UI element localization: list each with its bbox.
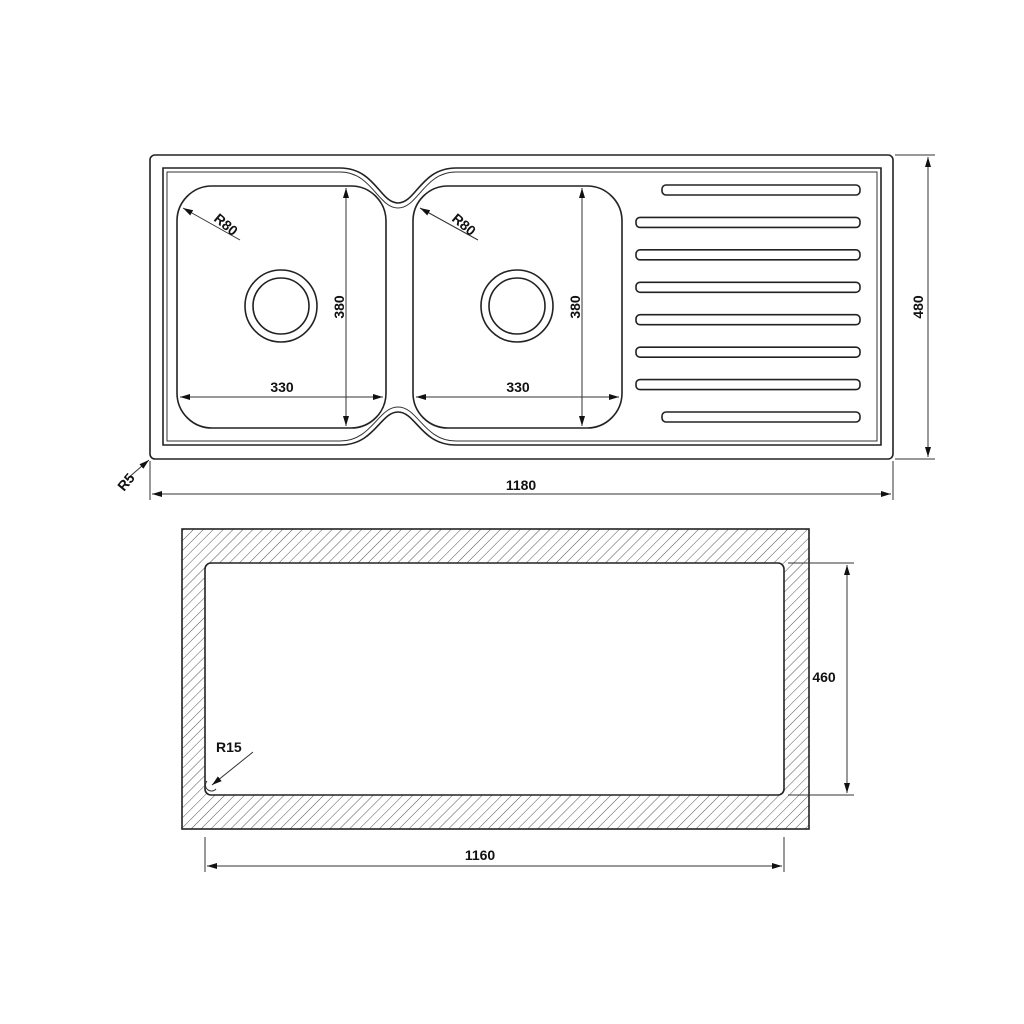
cutout-outer [181,528,810,830]
drainer-groove [661,184,861,196]
leader-r80-right [419,207,479,241]
cutout-inner [204,562,785,796]
dim-bowl-right-radius: R80 [449,210,479,239]
dim-cutout-depth: 460 [812,669,836,685]
drainer-groove [635,346,861,358]
drainer-groove [635,216,861,229]
cutout-hatch [182,529,809,829]
dim-bowl-left-depth: 380 [331,295,347,319]
bowl-right [412,185,623,429]
drain-right-inner [488,277,546,335]
dim-bowl-right-width: 330 [506,379,530,395]
sink-outline [149,154,894,460]
drainer-grooves [635,184,861,423]
leader-r5 [127,459,150,479]
dim-bowl-right-depth: 380 [567,295,583,319]
sink-rim-inner [166,171,878,442]
leader-r80-left [182,207,241,241]
dim-bowl-left-width: 330 [270,379,294,395]
r15-arc [205,780,217,792]
drain-right-outer [480,269,554,343]
dim-overall-width: 1180 [506,477,537,493]
drainer-groove [635,249,861,261]
leader-r15 [211,751,254,786]
drainer-groove [635,378,861,391]
dim-bowl-left-radius: R80 [211,210,241,239]
drainer-groove [635,313,861,326]
sink-top-view: 330 380 330 380 R80 R80 480 1180 R5 [114,154,935,500]
dim-overall-depth: 480 [910,295,926,319]
drain-left-outer [244,269,318,343]
cutout-view: 460 1160 R15 [181,528,854,872]
sink-rim [162,167,882,446]
bowl-left [176,185,387,429]
dim-cutout-width: 1160 [465,847,496,863]
dim-corner-radius: R5 [114,470,138,494]
drainer-groove [661,411,861,423]
drain-left-inner [252,277,310,335]
drainer-groove [635,281,861,294]
dim-cutout-radius: R15 [216,739,242,755]
